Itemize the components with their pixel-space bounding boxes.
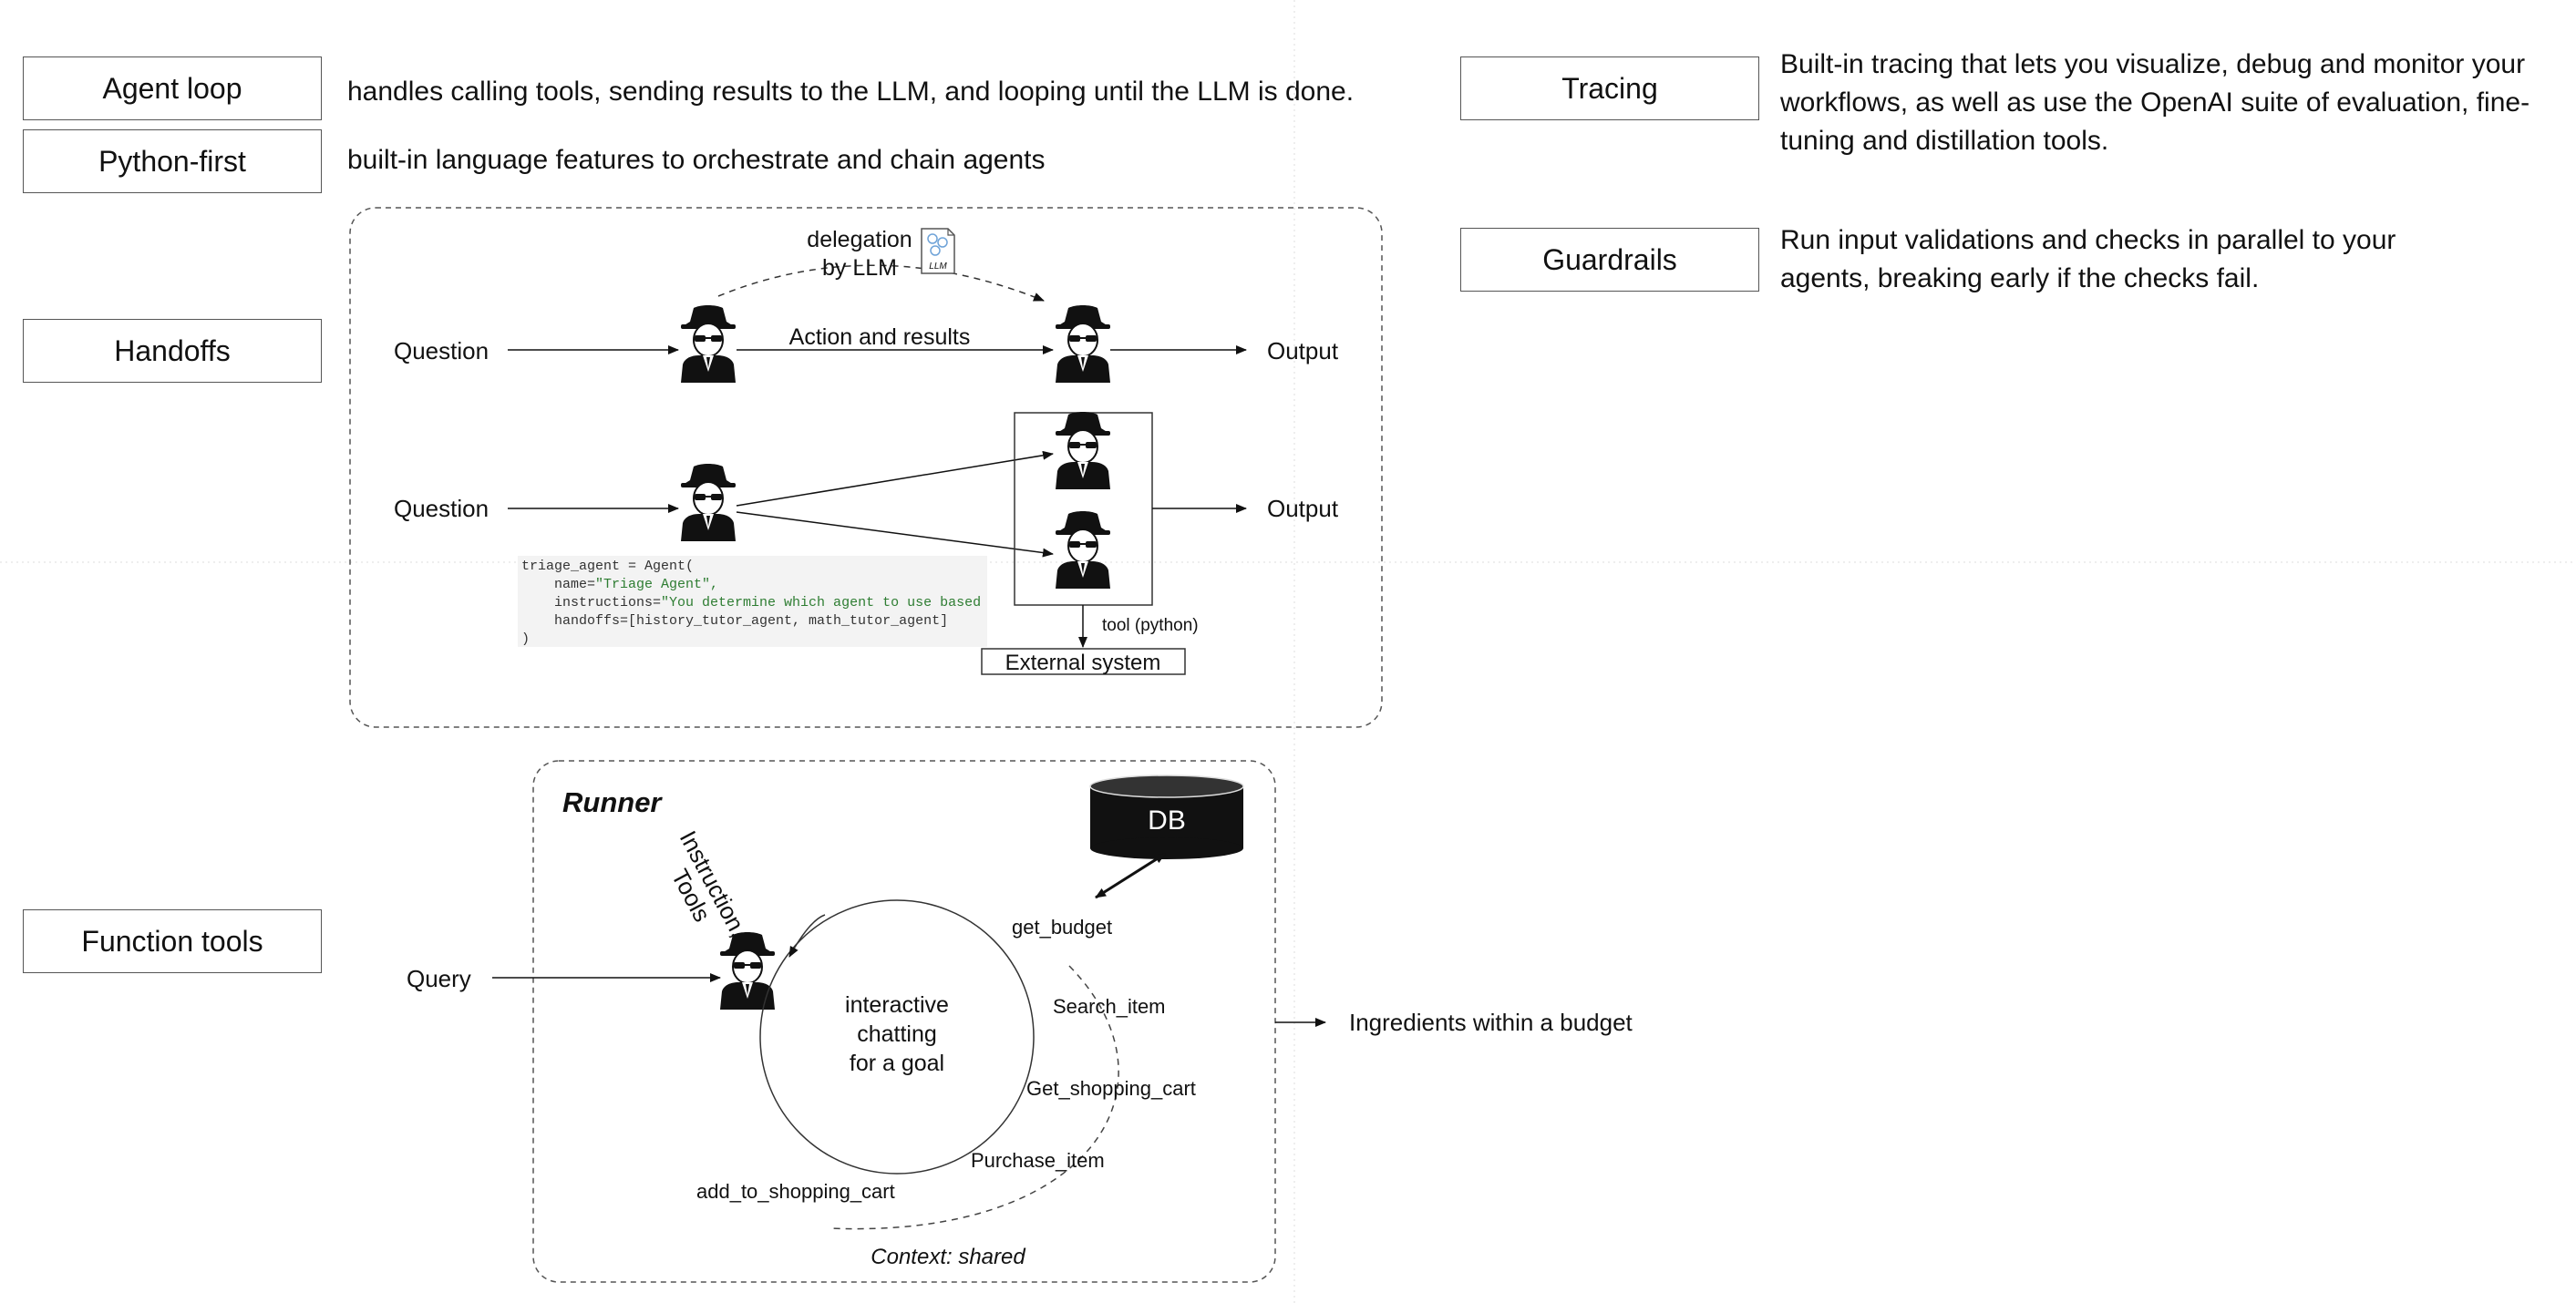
handoffs-label: Handoffs [23, 319, 322, 383]
code-line-1: triage_agent = Agent( [521, 559, 695, 574]
tracing-label: Tracing [1460, 56, 1759, 120]
output-2-label: Output [1267, 495, 1339, 522]
agent-icon-5 [1055, 510, 1111, 590]
tool-get-shopping-cart: Get_shopping_cart [1026, 1077, 1196, 1100]
output-1-label: Output [1267, 337, 1339, 364]
tracing-description: Built-in tracing that lets you visualize… [1780, 49, 2530, 156]
python-first-description: built-in language features to orchestrat… [347, 145, 1046, 175]
llm-icon-text: LLM [929, 262, 947, 272]
code-line-4: handoffs=[history_tutor_agent, math_tuto… [521, 613, 949, 629]
external-system-box [981, 648, 1186, 675]
agent-loop-description: handles calling tools, sending results t… [347, 77, 1355, 107]
llm-document-icon: LLM [921, 228, 955, 274]
code-line-5: ) [521, 631, 531, 647]
center-label-line2: chatting [857, 1021, 937, 1047]
handoffs-diagram-frame [349, 207, 1383, 728]
tools-dashed-arc [829, 965, 1119, 1230]
guardrails-description: Run input validations and checks in para… [1780, 225, 2396, 293]
agent-loop-label: Agent loop [23, 56, 322, 120]
agent-icon-4 [1055, 411, 1111, 490]
interaction-loop-circle [759, 899, 1035, 1175]
function-tools-label: Function tools [23, 909, 322, 973]
handoff-arrow-lower [736, 511, 1054, 558]
result-label: Ingredients within a budget [1349, 1009, 1633, 1036]
question-1-label: Question [394, 337, 489, 364]
agent-icon-1 [680, 304, 737, 384]
python-first-label: Python-first [23, 129, 322, 193]
external-system-label: External system [1005, 651, 1161, 675]
center-label-line3: for a goal [850, 1051, 944, 1076]
db-double-arrow-line [1095, 852, 1166, 899]
context-shared-label: Context: shared [871, 1245, 1025, 1269]
runner-title: Runner [562, 786, 663, 818]
db-label: DB [1148, 805, 1186, 836]
question-2-label: Question [394, 495, 489, 522]
code-line-3-value: "You determine which agent to use based … [661, 595, 987, 610]
handoff-arrow-upper [736, 450, 1054, 507]
code-line-3: instructions="You determine which agent … [521, 594, 984, 612]
runner-frame [532, 760, 1276, 1283]
action-results-label: Action and results [789, 324, 971, 350]
delegation-label-line1: delegation [807, 227, 912, 252]
tool-python-label: tool (python) [1102, 616, 1199, 635]
guardrails-label: Guardrails [1460, 228, 1759, 292]
code-line-2-value: "Triage Agent", [595, 577, 719, 592]
delegation-arc [717, 264, 1045, 302]
tool-purchase-item: Purchase_item [971, 1149, 1105, 1172]
agent-icon-3 [680, 463, 737, 542]
tool-add-to-shopping-cart: add_to_shopping_cart [696, 1180, 895, 1203]
tool-get-budget: get_budget [1012, 916, 1112, 939]
code-line-2-key: name= [521, 577, 596, 592]
tool-search-item: Search_item [1053, 995, 1166, 1018]
code-line-3-key: instructions= [521, 595, 662, 610]
agent-icon-2 [1055, 304, 1111, 384]
loop-return-arrow [788, 914, 826, 958]
triage-agent-code-snippet: triage_agent = Agent( name="Triage Agent… [518, 556, 987, 647]
query-label: Query [407, 965, 471, 992]
database-icon [1089, 775, 1244, 859]
code-line-2: name="Triage Agent", [521, 576, 984, 594]
delegation-label-line2: by LLM [822, 255, 897, 281]
center-label-line1: interactive [845, 992, 949, 1018]
